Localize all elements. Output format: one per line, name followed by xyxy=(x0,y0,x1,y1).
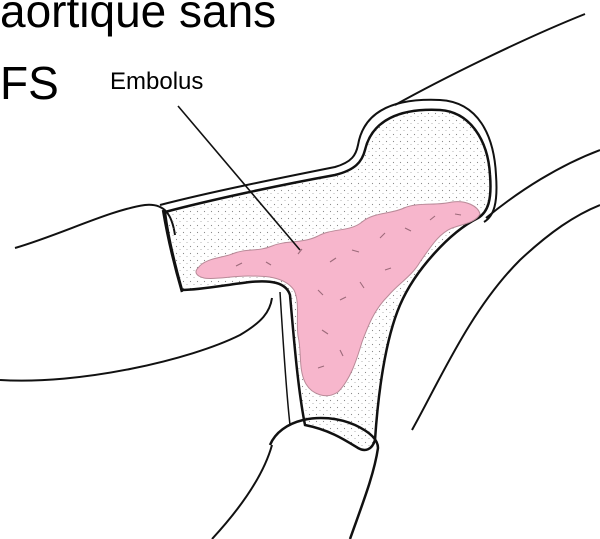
vessel-wall-inner-edge xyxy=(280,292,290,425)
left-iliac-upper-contour xyxy=(15,205,175,248)
left-iliac-lower-contour xyxy=(0,298,272,381)
right-iliac-left-contour xyxy=(212,445,272,539)
aorta-outer-right-contour xyxy=(486,150,600,218)
aorta-outer-upper-contour xyxy=(395,14,585,105)
embolus-label: Embolus xyxy=(110,70,203,94)
